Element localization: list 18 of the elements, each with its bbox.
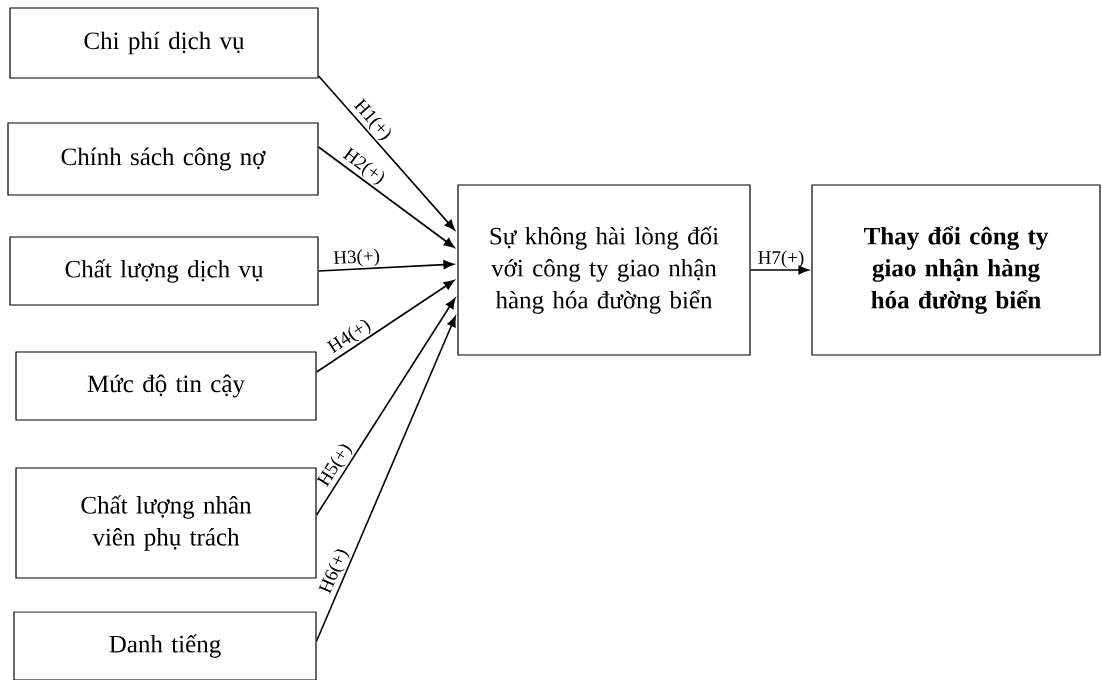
concept-box: Mức độ tin cậy <box>15 351 317 421</box>
arrow <box>315 297 456 516</box>
edge-label: H6(+) <box>318 549 350 595</box>
arrow <box>317 75 456 231</box>
concept-box: Sự không hài lòng đối với công ty giao nhận hàng hóa đường biển <box>457 184 751 356</box>
concept-box: Chi phí dịch vụ <box>9 7 319 79</box>
concept-box: Chính sách công nợ <box>7 122 319 196</box>
concept-box: Chất lượng nhân viên phụ trách <box>15 467 317 579</box>
arrow <box>317 146 455 248</box>
concept-box: Danh tiếng <box>13 611 317 680</box>
arrow <box>317 260 454 272</box>
concept-box: Chất lượng dịch vụ <box>9 236 319 306</box>
concept-box: Thay đổi công ty giao nhận hàng hóa đường biển <box>811 184 1101 356</box>
arrow <box>315 316 456 642</box>
edge-label: H3(+) <box>333 248 380 267</box>
edge-label: H7(+) <box>758 250 804 268</box>
arrow <box>749 265 809 275</box>
arrow <box>315 280 455 373</box>
